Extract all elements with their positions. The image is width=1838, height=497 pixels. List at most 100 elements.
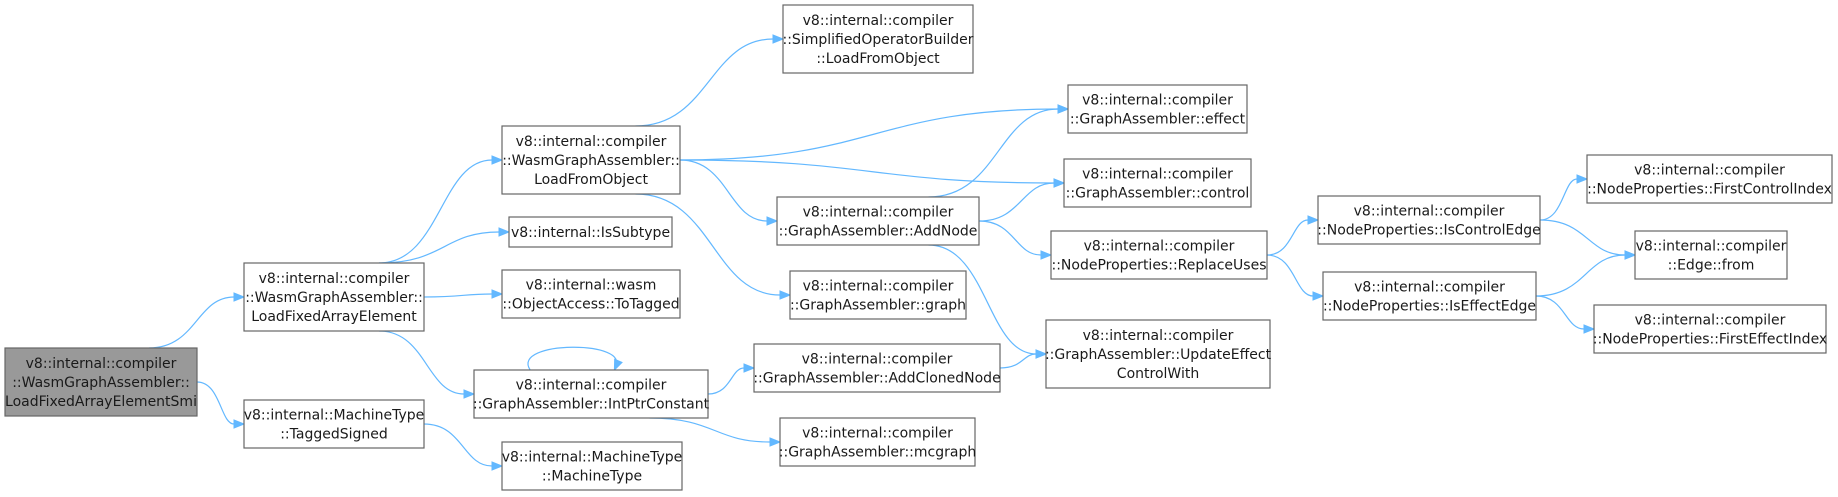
node-label-line: ::NodeProperties::FirstEffectIndex [1593,331,1827,347]
arrow-head [498,227,511,237]
arrow-head [1576,174,1589,184]
node-box [501,269,681,319]
node-label-line: v8::internal::compiler [1084,238,1235,254]
node-label-line: v8::internal::IsSubtype [511,225,670,241]
edge-intptr-constant-to-intptr-constant [527,346,623,372]
edge-line [378,159,493,264]
arrow-head [233,419,246,429]
node-box [1063,158,1252,208]
edge-load-fixed-array-element-to-is-subtype [378,227,511,264]
arrow-head [779,290,792,300]
node-control[interactable]: v8::internal::compiler::GraphAssembler::… [1063,158,1252,208]
node-load-fixed-array-element[interactable]: v8::internal::compiler::WasmGraphAssembl… [243,262,425,332]
node-layer: v8::internal::compiler::WasmGraphAssembl… [4,4,1833,491]
edge-wasm-load-from-object-to-add-node [679,159,779,226]
node-update-effect-control-with[interactable]: v8::internal::compiler::GraphAssembler::… [1045,319,1272,389]
arrow-head [1035,349,1048,359]
node-box [782,4,974,74]
edge-line [679,159,1055,184]
edge-line [635,193,781,296]
node-label-line: v8::internal::compiler [1082,92,1233,108]
arrow-head [613,358,623,372]
node-label-line: LoadFixedArrayElement [251,309,417,325]
node-box [1045,319,1271,389]
edge-intptr-constant-to-mcgraph [649,417,782,447]
node-edge-from[interactable]: v8::internal::compiler::Edge::from [1634,230,1788,280]
node-label-line: LoadFromObject [534,172,648,188]
node-box [779,417,976,467]
node-replace-uses[interactable]: v8::internal::compiler::NodeProperties::… [1050,230,1268,280]
edge-line [378,330,465,395]
node-is-control-edge[interactable]: v8::internal::compiler::NodeProperties::… [1317,195,1541,245]
node-first-control-index[interactable]: v8::internal::compiler::NodeProperties::… [1586,154,1833,204]
edge-is-control-edge-to-first-control-index [1539,174,1589,221]
node-machinetype-machinetype[interactable]: v8::internal::MachineType::MachineType [501,441,683,491]
node-box [789,270,967,320]
edge-add-node-to-replace-uses [978,220,1053,260]
node-wasm-load-from-object[interactable]: v8::internal::compiler::WasmGraphAssembl… [501,125,681,195]
node-box [243,262,425,332]
node-first-effect-index[interactable]: v8::internal::compiler::NodeProperties::… [1593,304,1827,354]
node-label-line: v8::internal::compiler [516,134,667,150]
arrow-head [1624,250,1637,260]
node-box [473,369,709,419]
node-box [243,399,425,449]
edge-line [423,293,493,298]
node-box [1593,304,1827,354]
node-label-line: v8::internal::compiler [1354,279,1505,295]
node-add-cloned-node[interactable]: v8::internal::compiler::GraphAssembler::… [753,343,1001,393]
node-label-line: ::LoadFromObject [816,51,940,67]
arrow-head [1312,291,1325,301]
edge-root-to-machinetype-tagged-signed [196,381,246,429]
edge-line [148,296,235,349]
edge-replace-uses-to-is-control-edge [1266,215,1320,256]
edge-add-cloned-node-to-update-effect-control-with [999,349,1048,369]
node-machinetype-tagged-signed[interactable]: v8::internal::MachineType::TaggedSigned [243,399,425,449]
node-effect[interactable]: v8::internal::compiler::GraphAssembler::… [1067,84,1248,134]
node-label-line: ::ObjectAccess::ToTagged [502,296,679,312]
arrow-head [1307,215,1320,225]
edge-line [635,38,774,127]
node-mcgraph[interactable]: v8::internal::compiler::GraphAssembler::… [779,417,976,467]
edge-load-fixed-array-element-to-object-access-to-tagged [423,289,504,299]
edge-line [527,346,618,371]
edge-line [1535,295,1585,330]
node-label-line: v8::internal::wasm [526,277,657,293]
edge-add-node-to-control [978,178,1066,222]
edge-line [999,353,1037,369]
node-box [1586,154,1833,204]
arrow-head [769,437,782,447]
node-label-line: ::WasmGraphAssembler:: [502,153,680,169]
node-graph[interactable]: v8::internal::compiler::GraphAssembler::… [789,270,967,320]
edge-wasm-load-from-object-to-effect [679,104,1070,161]
node-label-line: ::GraphAssembler::AddNode [779,223,978,239]
node-intptr-constant[interactable]: v8::internal::compiler::GraphAssembler::… [473,369,710,419]
arrow-head [491,155,504,165]
node-label-line: ::NodeProperties::IsEffectEdge [1323,298,1536,314]
edge-line [649,417,771,443]
node-label-line: ::NodeProperties::FirstControlIndex [1587,181,1832,197]
edge-line [679,159,768,222]
node-simplified-load-from-object[interactable]: v8::internal::compiler::SimplifiedOperat… [782,4,974,74]
edge-line [1535,254,1626,297]
node-label-line: ::TaggedSigned [280,426,388,442]
node-box [1634,230,1788,280]
node-add-node[interactable]: v8::internal::compiler::GraphAssembler::… [776,196,980,246]
node-box [753,343,1001,393]
node-box [1067,84,1248,134]
arrow-head [766,216,779,226]
edge-add-node-to-effect [928,104,1070,198]
node-object-access-to-tagged[interactable]: v8::internal::wasm::ObjectAccess::ToTagg… [501,269,681,319]
edge-replace-uses-to-is-effect-edge [1266,254,1325,301]
edge-wasm-load-from-object-to-graph [635,193,792,300]
edge-root-to-load-fixed-array-element [148,292,246,349]
node-is-subtype[interactable]: v8::internal::IsSubtype [508,216,673,248]
node-root[interactable]: v8::internal::compiler::WasmGraphAssembl… [4,347,198,417]
node-is-effect-edge[interactable]: v8::internal::compiler::NodeProperties::… [1322,271,1537,321]
arrow-head [772,34,785,44]
node-label-line: v8::internal::compiler [803,204,954,220]
edge-wasm-load-from-object-to-simplified-load-from-object [635,34,785,127]
node-label-line: v8::internal::compiler [1635,312,1786,328]
node-label-line: ::SimplifiedOperatorBuilder [782,32,973,48]
